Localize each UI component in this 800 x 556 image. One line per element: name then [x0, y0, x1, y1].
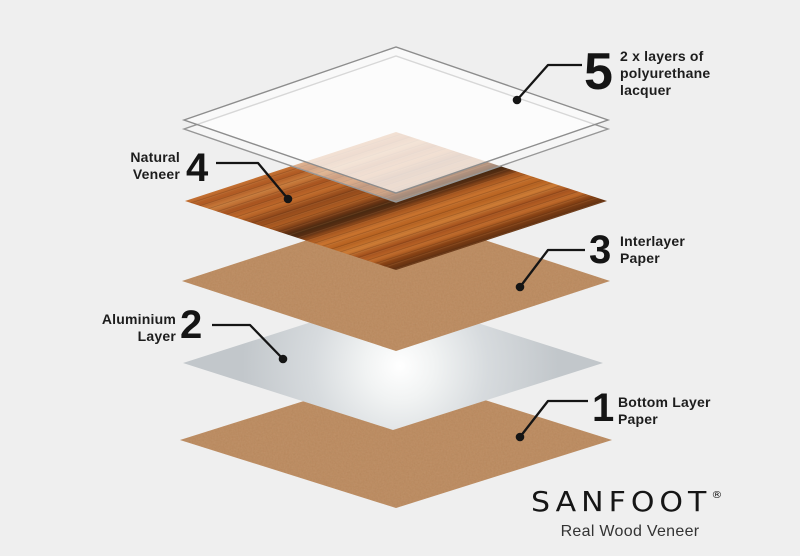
leader-layer-1 — [519, 399, 588, 438]
layer-number-3: 3 — [589, 228, 612, 272]
layer-label-5: 2 x layers of polyurethane lacquer — [620, 48, 710, 99]
dot-layer-4 — [283, 194, 293, 204]
layer-natural-veneer — [185, 132, 607, 270]
brand-wordmark: SANFOOT® — [531, 489, 736, 517]
label-line: Layer — [137, 328, 176, 344]
label-line: Bottom Layer — [618, 394, 711, 410]
lacquer-sheet-upper — [181, 46, 611, 194]
dot-layer-1 — [515, 432, 525, 442]
registered-trademark-icon: ® — [711, 489, 723, 501]
label-line: Veneer — [132, 166, 180, 182]
leader-dots — [278, 95, 525, 442]
label-line: Paper — [618, 411, 658, 427]
layer-label-3: Interlayer Paper — [620, 233, 685, 267]
layer-number-1: 1 — [592, 386, 615, 430]
leader-lines — [212, 63, 588, 438]
label-line: Paper — [620, 250, 660, 266]
layer-number-2: 2 — [180, 303, 203, 347]
dot-layer-3 — [515, 282, 525, 292]
leader-layer-3 — [519, 248, 585, 288]
brand-tagline: Real Wood Veneer — [560, 523, 700, 540]
layer-lacquer-sheets — [181, 46, 611, 203]
label-line: lacquer — [620, 82, 672, 98]
leader-layer-2 — [212, 323, 284, 360]
leader-layer-5 — [516, 63, 582, 101]
dot-layer-2 — [278, 354, 288, 364]
layer-label-1: Bottom Layer Paper — [618, 394, 711, 428]
brand-logo: SANFOOT® Real Wood Veneer — [531, 489, 736, 541]
label-line: Natural — [130, 149, 180, 165]
label-line: Interlayer — [620, 233, 686, 249]
label-line: Aluminium — [101, 311, 176, 327]
layer-label-4: Natural Veneer — [100, 149, 180, 183]
layer-aluminium — [183, 296, 603, 430]
brand-name: SANFOOT — [531, 486, 712, 519]
layer-number-4: 4 — [186, 146, 209, 190]
leader-layer-4 — [216, 161, 289, 200]
layer-label-2: Aluminium Layer — [96, 311, 176, 345]
layer-number-5: 5 — [584, 43, 613, 101]
label-line: 2 x layers of — [620, 48, 704, 64]
label-line: polyurethane — [620, 65, 711, 81]
dot-layer-5 — [512, 95, 522, 105]
